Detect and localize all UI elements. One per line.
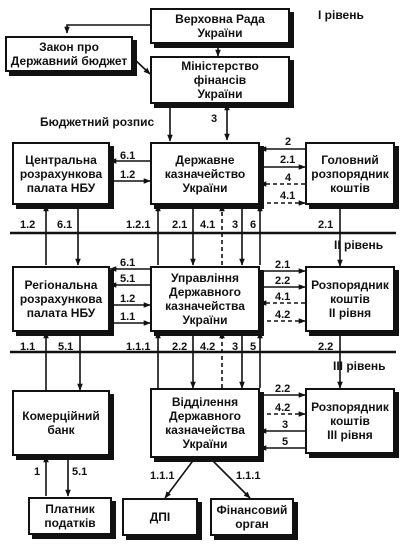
flow-label: 2.1 xyxy=(172,219,188,231)
arrow-zakon-minfin xyxy=(131,56,151,75)
flow-label: 2.2 xyxy=(318,341,334,353)
box-rozporiadnyk-3: Розпорядник коштів ІІІ рівня xyxy=(305,388,395,454)
flow-label: 2.1 xyxy=(280,154,296,166)
flow-label: 1.2 xyxy=(120,169,136,181)
flow-label: 6 xyxy=(250,219,257,231)
flow-label: 4.1 xyxy=(200,219,216,231)
flow-label: 2.2 xyxy=(172,341,188,353)
flow-label: 1.2 xyxy=(120,293,136,305)
box-platnyk-podatkiv: Платник податків xyxy=(28,497,112,535)
flow-label: 3 xyxy=(232,219,239,231)
flow-label: 6.1 xyxy=(120,257,136,269)
box-finansovyi-organ: Фінансовий орган xyxy=(210,498,294,536)
flow-label: 1.1.1 xyxy=(126,341,151,353)
box-zakon-derzh-budget: Закон про Державний бюджет xyxy=(5,36,133,72)
budget-schedule-label: Бюджетний розпис xyxy=(40,115,155,129)
box-holovnyi-rozporiadnyk: Головний розпорядник коштів xyxy=(305,142,395,205)
flow-label: 2.1 xyxy=(318,219,334,231)
flow-label: 5 xyxy=(282,436,289,448)
box-tsentr-palata-nbu: Центральна розрахункова палата НБУ xyxy=(12,142,110,205)
flow-label: 3 xyxy=(211,113,218,125)
box-dpi: ДПІ xyxy=(122,498,198,536)
flow-label: 6.1 xyxy=(57,219,73,231)
flow-label: 5 xyxy=(250,341,257,353)
flow-label: 4.2 xyxy=(200,341,216,353)
flow-label: 3 xyxy=(282,419,289,431)
box-viddilennia-dku: Відділення Державного казначейства Украї… xyxy=(150,388,260,458)
box-komerc-bank: Комерційний банк xyxy=(12,390,110,456)
arrow-vid-dpi-111 xyxy=(164,457,196,499)
flow-label: 4.1 xyxy=(280,190,296,202)
flow-label: 2 xyxy=(285,136,292,148)
flow-label: 5.1 xyxy=(120,273,136,285)
flow-label: 1 xyxy=(34,466,41,478)
flow-label: 5.1 xyxy=(58,341,74,353)
flow-label: 4.2 xyxy=(275,402,291,414)
level-3-label: ІІІ рівень xyxy=(333,359,386,373)
box-minfin: Міністерство фінансів України xyxy=(150,56,290,104)
box-upravlinnia-dku: Управління Державного казначейства Украї… xyxy=(150,266,260,332)
flow-label: 2.1 xyxy=(275,259,291,271)
flow-label: 1.1.1 xyxy=(236,470,261,482)
arrow-vid-fin-111 xyxy=(209,457,251,499)
flow-label: 4.1 xyxy=(275,291,291,303)
flow-label: 1.2 xyxy=(20,219,36,231)
arrow-rada-zakon xyxy=(64,24,150,34)
box-rozporiadnyk-2: Розпорядник коштів ІІ рівня xyxy=(305,266,395,332)
flow-label: 1.1 xyxy=(20,341,36,353)
flow-label: 4.2 xyxy=(275,309,291,321)
box-verkhovna-rada: Верховна Рада України xyxy=(150,8,290,44)
flow-label: 1.1.1 xyxy=(150,470,175,482)
flow-label: 1.2.1 xyxy=(126,219,151,231)
flow-label: 1.1 xyxy=(120,311,136,323)
flow-label: 2.2 xyxy=(275,275,291,287)
flow-label: 5.1 xyxy=(72,466,88,478)
flow-label: 3 xyxy=(232,341,239,353)
flow-label: 6.1 xyxy=(120,150,136,162)
flow-label: 4 xyxy=(285,172,292,184)
box-region-palata-nbu: Регіональна розрахункова палата НБУ xyxy=(12,266,110,332)
level-1-label: І рівень xyxy=(318,8,364,22)
level-2-label: ІІ рівень xyxy=(334,238,384,252)
flow-label: 2.2 xyxy=(275,383,291,395)
box-derzh-kaznach: Державне казначейство України xyxy=(150,142,260,205)
